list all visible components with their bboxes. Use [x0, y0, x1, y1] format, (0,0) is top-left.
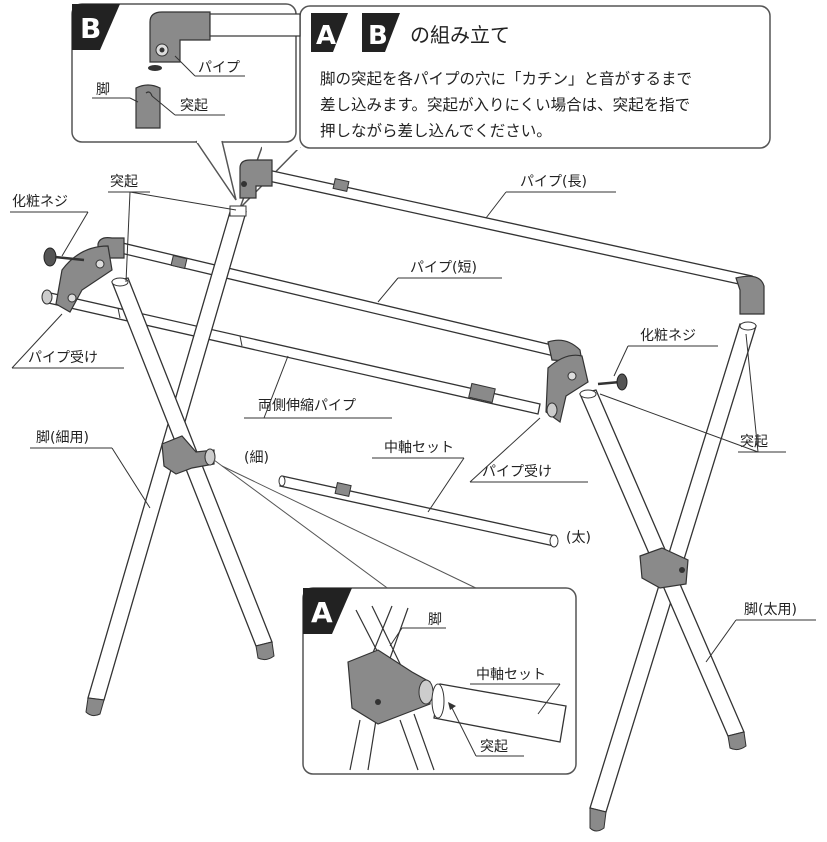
- leg-thick-frame: [579, 321, 757, 832]
- label-protrusion-left: 突起: [108, 174, 237, 283]
- detail-b-badge: B: [72, 4, 120, 50]
- detail-b-leg-label: 脚: [96, 82, 110, 98]
- svg-text:パイプ受け: パイプ受け: [28, 350, 98, 366]
- label-leg-thick: 脚(太用): [705, 602, 816, 663]
- pipe-holder-left-part: [55, 245, 113, 313]
- pipe-holder-right-part: [545, 354, 589, 424]
- svg-text:両側伸縮パイプ: 両側伸縮パイプ: [258, 398, 356, 414]
- detail-b-pipe-label: パイプ: [198, 60, 240, 76]
- svg-text:脚(細用): 脚(細用): [36, 430, 89, 446]
- pipe-telescopic: [41, 289, 541, 415]
- svg-text:パイプ(短): パイプ(短): [410, 260, 477, 276]
- label-pipe-long: パイプ(長): [485, 174, 616, 219]
- badge-b: B: [362, 13, 400, 52]
- panel-line-3: 押しながら差し込んでください。: [320, 122, 552, 140]
- detail-a-leg-label: 脚: [428, 612, 442, 628]
- cosmetic-screw-right-icon: [597, 373, 628, 391]
- svg-text:(細): (細): [244, 450, 269, 466]
- detail-b-protrusion-label: 突起: [180, 98, 208, 114]
- svg-text:パイプ(長): パイプ(長): [520, 174, 587, 190]
- svg-text:化粧ネジ: 化粧ネジ: [640, 328, 696, 344]
- detail-a-protrusion-label: 突起: [480, 739, 508, 755]
- leg-thin-frame: [85, 205, 275, 717]
- panel-line-2: 差し込みます。突起が入りにくい場合は、突起を指で: [320, 96, 690, 114]
- label-leg-thin: 脚(細用): [30, 430, 151, 509]
- badge-a: A: [311, 13, 348, 52]
- label-telescopic-pipe: 両側伸縮パイプ: [244, 355, 392, 419]
- svg-text:化粧ネジ: 化粧ネジ: [12, 194, 68, 210]
- center-shaft-part: [278, 475, 559, 548]
- label-thick: (太): [566, 530, 591, 546]
- hinge-joint-icon: [347, 649, 434, 725]
- label-cosmetic-screw-right: 化粧ネジ: [613, 328, 718, 377]
- label-pipe-holder-right: パイプ受け: [469, 417, 588, 483]
- label-center-shaft: 中軸セット: [372, 440, 465, 513]
- svg-text:突起: 突起: [740, 434, 768, 450]
- svg-text:脚(太用): 脚(太用): [744, 602, 797, 618]
- panel-title: の組み立て: [410, 23, 510, 47]
- pipe-long: [239, 159, 765, 315]
- elbow-joint-icon: [148, 11, 301, 71]
- svg-text:中軸セット: 中軸セット: [384, 440, 454, 456]
- pipe-short: [97, 237, 583, 363]
- svg-text:A: A: [316, 21, 336, 51]
- detail-a-shaft-label: 中軸セット: [476, 667, 546, 683]
- svg-text:B: B: [80, 12, 101, 45]
- instruction-panel: A B の組み立て 脚の突起を各パイプの穴に「カチン」と音がするまで 差し込みま…: [239, 5, 771, 209]
- panel-line-1: 脚の突起を各パイプの穴に「カチン」と音がするまで: [320, 70, 692, 88]
- label-thin: (細): [244, 450, 269, 466]
- label-pipe-short: パイプ(短): [377, 260, 502, 303]
- detail-b-callout: B パイプ 脚 突起: [71, 3, 301, 201]
- label-pipe-holder-left: パイプ受け: [11, 313, 124, 369]
- label-cosmetic-screw-left: 化粧ネジ: [10, 194, 89, 257]
- label-protrusion-right: 突起: [599, 333, 786, 453]
- svg-text:パイプ受け: パイプ受け: [482, 464, 552, 480]
- cosmetic-screw-left-icon: [43, 247, 85, 267]
- leg-tube-icon: [135, 84, 161, 129]
- svg-text:B: B: [368, 21, 388, 51]
- svg-text:突起: 突起: [110, 174, 138, 190]
- svg-text:(太): (太): [566, 530, 591, 546]
- detail-a-badge: A: [303, 588, 352, 634]
- svg-text:A: A: [311, 596, 333, 629]
- detail-a-callout: A 脚 中軸セット 突起: [213, 459, 577, 775]
